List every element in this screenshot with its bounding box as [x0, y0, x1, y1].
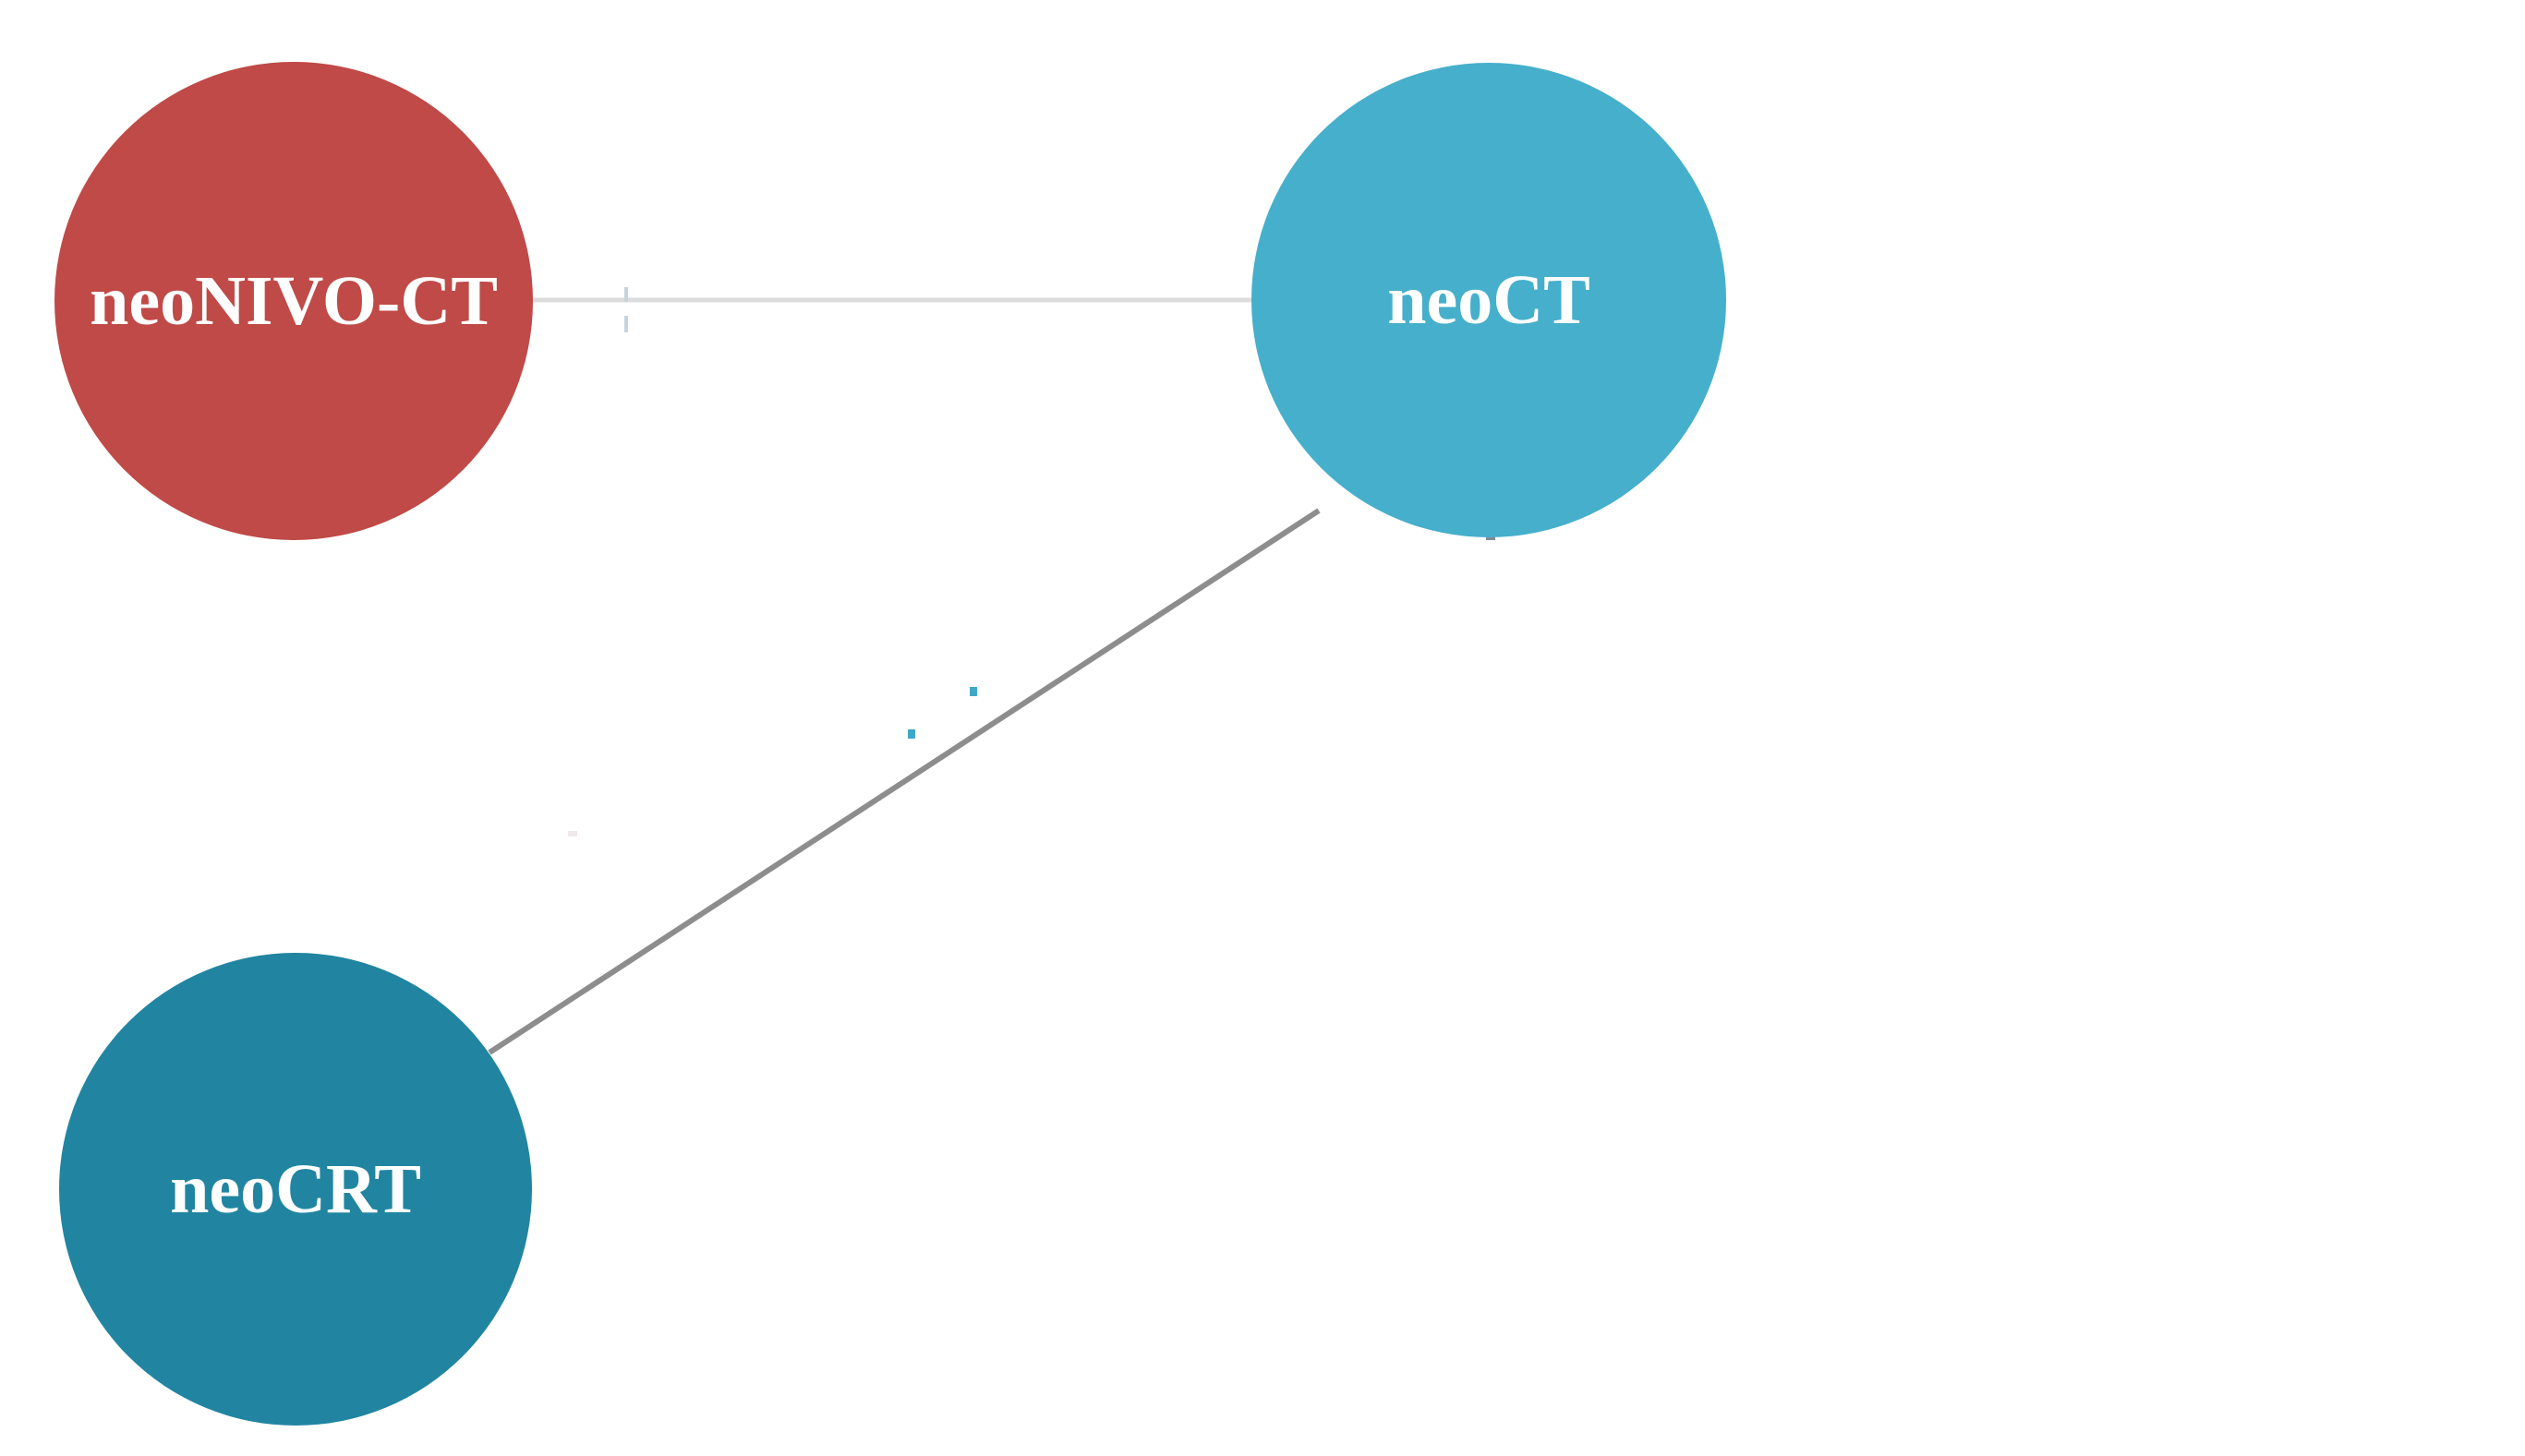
node-label-neoct: neoCT	[1387, 261, 1590, 339]
node-circle-neocrt[interactable]	[59, 953, 532, 1426]
node-label-neonivoct: neoNIVO-CT	[90, 262, 498, 340]
node-circle-neonivoct[interactable]	[54, 62, 533, 540]
edge-speck-lower	[908, 729, 915, 739]
edge-neocrt-neoct[interactable]	[488, 508, 1321, 1055]
tick-mark-upper	[624, 287, 628, 302]
node-circle-neoct[interactable]	[1251, 63, 1726, 537]
tick-mark-lower	[624, 316, 628, 332]
node-label-neocrt: neoCRT	[170, 1150, 421, 1228]
node-neoct[interactable]: neoCT	[1251, 63, 1726, 537]
node-neonivoct[interactable]: neoNIVO-CT	[54, 62, 533, 540]
edge-speck-upper	[970, 687, 977, 696]
edge-layer	[488, 297, 1321, 1055]
faint-speck-icon	[568, 831, 577, 836]
node-neocrt[interactable]: neoCRT	[59, 953, 532, 1426]
